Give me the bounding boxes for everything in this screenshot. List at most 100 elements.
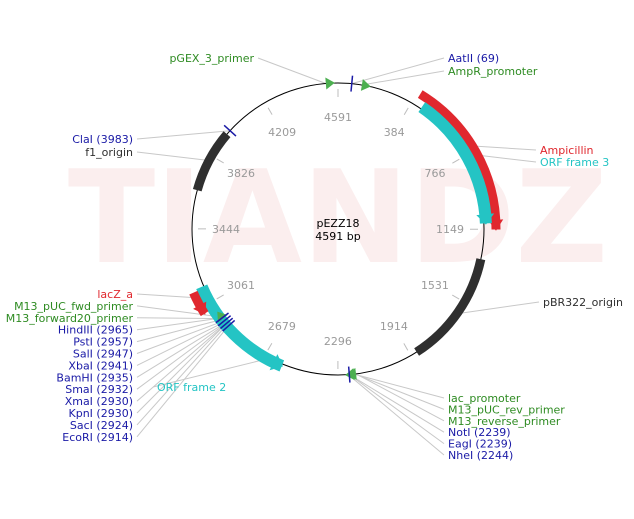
ampicillin	[417, 90, 501, 230]
tick-label: 3826	[227, 167, 255, 180]
label-orf-frame-2: ORF frame 2	[157, 381, 226, 394]
label-ampr-promoter: AmpR_promoter	[448, 65, 538, 78]
plasmid-backbone	[191, 82, 485, 376]
guide-line	[355, 373, 445, 422]
guide-line	[136, 322, 227, 390]
tick-label: 766	[425, 167, 446, 180]
label-orf-frame-3: ORF frame 3	[540, 156, 609, 169]
label-ecori: EcoRI (2914)	[62, 431, 133, 444]
label-hindiii: HindIII (2965)	[58, 324, 133, 337]
label-pbr322-origin: pBR322_origin	[543, 296, 623, 309]
tick-mark	[452, 294, 460, 300]
tick-mark	[452, 158, 460, 164]
label-saci: SacI (2924)	[70, 419, 133, 432]
guide-line	[152, 357, 271, 388]
guide-line	[351, 57, 445, 85]
orf-frame-2	[196, 284, 285, 372]
label-ampicillin: Ampicillin	[540, 144, 594, 157]
mcs-site-1	[222, 319, 236, 332]
tick-label: 4591	[324, 111, 352, 124]
guide-line	[136, 305, 222, 318]
tick-label: 384	[384, 126, 405, 139]
m13-rev-primer-arrow	[347, 367, 357, 380]
guide-line	[136, 323, 228, 426]
marker-layer	[215, 75, 371, 383]
orf-frame-3-arrowhead	[476, 213, 495, 225]
guide-line	[347, 374, 445, 456]
label-smai: SmaI (2932)	[65, 383, 133, 396]
guide-lines	[136, 57, 540, 456]
mcs-site-3	[217, 315, 232, 327]
guide-line	[136, 325, 230, 438]
noti-site	[347, 366, 351, 383]
label-m13-puc-rev-primer: M13_pUC_rev_primer	[448, 403, 565, 416]
clai-site	[223, 124, 237, 137]
label-m13-puc-fwd-primer: M13_pUC_fwd_primer	[14, 300, 133, 313]
plasmid-name: pEZZ18	[316, 217, 359, 230]
tick-label: 2296	[324, 335, 352, 348]
label-pgex3-primer: pGEX_3_primer	[169, 52, 254, 65]
orf-frame-3	[418, 102, 492, 224]
label-bamhi: BamHI (2935)	[56, 371, 133, 384]
mcs-site-2	[219, 317, 234, 330]
guide-line	[348, 374, 445, 445]
label-eagi: EagI (2239)	[448, 438, 512, 451]
guide-line	[361, 70, 445, 86]
label-noti: NotI (2239)	[448, 426, 511, 439]
guide-line	[354, 373, 445, 410]
mcs-site-4	[215, 312, 229, 324]
tick-mark	[216, 158, 224, 164]
label-kpni: KpnI (2930)	[69, 407, 134, 420]
guide-line	[136, 322, 227, 378]
pgex3-primer-arrow	[325, 77, 335, 90]
f1-origin	[192, 131, 231, 192]
label-xmai: XmaI (2930)	[65, 395, 133, 408]
tick-label: 1914	[380, 320, 408, 333]
ampicillin-arrowhead	[488, 219, 504, 231]
guide-line	[136, 130, 231, 140]
aatii-site	[350, 75, 354, 92]
tick-mark	[216, 294, 224, 300]
tick-mark	[267, 107, 273, 115]
tick-label: 2679	[268, 320, 296, 333]
guide-line	[456, 301, 540, 315]
label-f1-origin: f1_origin	[85, 146, 133, 159]
tick-mark	[267, 342, 273, 351]
tick-label: 1149	[436, 223, 464, 236]
feature-labels: AatII (69)AmpR_promoter pGEX_3_primerClaI…	[6, 52, 623, 462]
label-m13-reverse-primer: M13_reverse_primer	[448, 415, 561, 428]
tick-mark	[403, 107, 409, 116]
label-nhei: NheI (2244)	[448, 449, 513, 462]
guide-line	[136, 321, 226, 366]
tick-label: 4209	[268, 126, 296, 139]
label-sali: SalI (2947)	[73, 348, 133, 361]
guide-line	[136, 322, 227, 402]
orf-frame-2-arrowhead	[269, 354, 283, 371]
plasmid-size: 4591 bp	[315, 230, 360, 243]
guide-line	[136, 322, 227, 414]
ampr-promoter-arrow	[360, 79, 371, 91]
guide-line	[136, 320, 225, 354]
guide-line	[136, 318, 224, 343]
guide-line	[136, 151, 210, 162]
label-lacz-a: lacZ_a	[97, 288, 133, 301]
label-clai: ClaI (3983)	[72, 133, 133, 146]
pbr322-origin	[414, 258, 486, 356]
label-aatii: AatII (69)	[448, 52, 499, 65]
feature-layer	[189, 90, 504, 372]
guide-line	[257, 57, 327, 84]
position-ticks: 4591 384 766 1149 1531 1914 2296 2679 3061 3444 38…	[198, 89, 479, 370]
label-psti: PstI (2957)	[73, 336, 133, 349]
label-lac-promoter: lac_promoter	[448, 392, 521, 405]
guide-line	[136, 317, 223, 320]
tick-mark	[403, 343, 409, 351]
label-xbai: XbaI (2941)	[68, 359, 133, 372]
guide-line	[136, 317, 223, 331]
tick-label: 3444	[212, 223, 240, 236]
guide-line	[353, 373, 445, 399]
tick-label: 1531	[421, 279, 449, 292]
tick-label: 3061	[227, 279, 255, 292]
label-m13-forward20-primer: M13_forward20_primer	[6, 312, 134, 325]
guide-line	[349, 374, 445, 433]
